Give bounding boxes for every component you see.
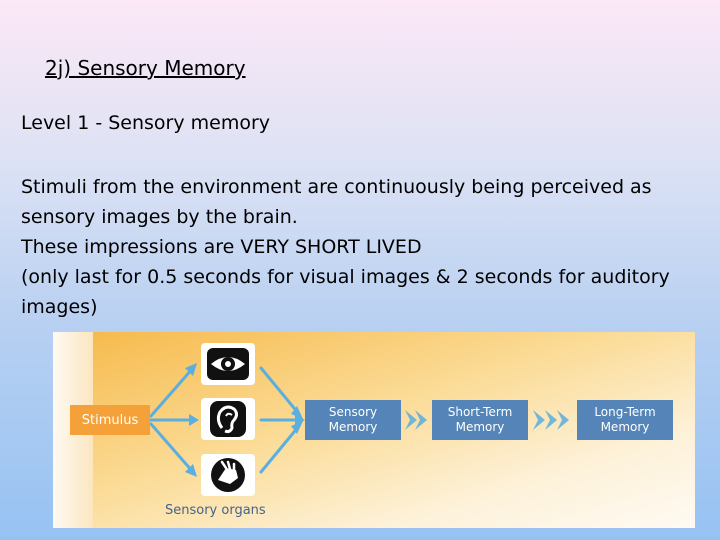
sensory-organs-label: Sensory organs bbox=[165, 503, 266, 518]
arrowhead-ear bbox=[189, 414, 199, 426]
sensory-memory-box: Sensory Memory bbox=[305, 400, 401, 440]
arrowhead-hand bbox=[185, 464, 197, 477]
body-text: Stimuli from the environment are continu… bbox=[21, 172, 711, 322]
short-term-memory-box: Short-Term Memory bbox=[432, 400, 528, 440]
arrow-short-to-long-2 bbox=[545, 410, 557, 430]
arrow-stimulus-to-hand bbox=[149, 422, 195, 474]
arrowhead-eye bbox=[185, 363, 197, 376]
arrow-short-to-long-1 bbox=[533, 410, 545, 430]
long-term-memory-line2: Memory bbox=[600, 420, 650, 434]
arrowhead-sensory-2 bbox=[295, 414, 305, 426]
hand-icon bbox=[201, 454, 255, 496]
arrowhead-sensory-3 bbox=[291, 421, 303, 434]
arrow-sensory-to-short-1 bbox=[405, 410, 417, 430]
short-term-memory-line1: Short-Term bbox=[447, 405, 513, 419]
eye-icon bbox=[201, 343, 255, 385]
arrowhead-sensory-1 bbox=[291, 406, 303, 419]
short-term-memory-line2: Memory bbox=[455, 420, 505, 434]
arrow-sensory-to-short-2 bbox=[415, 410, 427, 430]
flow-arrows bbox=[149, 363, 569, 477]
arrow-hand-to-sensory bbox=[259, 424, 301, 474]
sensory-memory-line2: Memory bbox=[328, 420, 378, 434]
memory-model-diagram: Stimulus Sensory Memory Short-Term bbox=[53, 332, 695, 528]
arrow-eye-to-sensory bbox=[259, 366, 301, 416]
stimulus-box: Stimulus bbox=[70, 405, 150, 435]
sensory-memory-line1: Sensory bbox=[328, 405, 378, 419]
paragraph-stimuli: Stimuli from the environment are continu… bbox=[21, 176, 652, 228]
slide-title: 2j) Sensory Memory bbox=[45, 56, 246, 80]
arrow-stimulus-to-eye bbox=[149, 366, 195, 418]
paragraph-short-lived: These impressions are VERY SHORT LIVED bbox=[21, 236, 422, 258]
level-heading: Level 1 - Sensory memory bbox=[21, 112, 271, 134]
long-term-memory-line1: Long-Term bbox=[594, 405, 656, 419]
paragraph-duration: (only last for 0.5 seconds for visual im… bbox=[21, 266, 670, 318]
arrow-short-to-long-3 bbox=[557, 410, 569, 430]
ear-icon bbox=[201, 398, 255, 440]
long-term-memory-box: Long-Term Memory bbox=[577, 400, 673, 440]
